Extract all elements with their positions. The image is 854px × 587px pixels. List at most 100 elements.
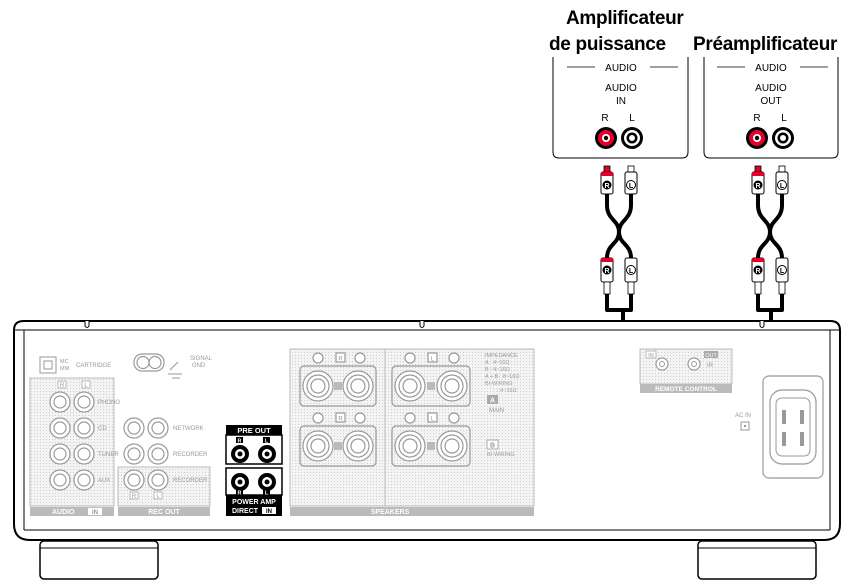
channel-l-label: L bbox=[265, 491, 269, 497]
preamp-out-label: OUT bbox=[760, 96, 781, 107]
bi-wiring-b-label: BI-WIRING bbox=[487, 452, 515, 458]
phono-label: PHONO bbox=[98, 400, 120, 406]
preamp-r-label: R bbox=[753, 113, 760, 124]
audio-input-jacks: R L bbox=[29, 377, 115, 507]
channel-r-label: R bbox=[60, 383, 65, 389]
cartridge-selector: MC MM CARTRIDGE bbox=[39, 356, 111, 374]
pre-out-label: PRE OUT bbox=[237, 426, 271, 435]
channel-r-label: R bbox=[238, 439, 242, 445]
power-amp-input-panel: AUDIO AUDIO IN R L bbox=[552, 57, 689, 159]
preamp-audio-group: AUDIO bbox=[755, 63, 787, 74]
channel-r-label: R bbox=[238, 491, 242, 497]
power-amp-in-label: IN bbox=[616, 96, 626, 107]
preamp-audio-label: AUDIO bbox=[755, 83, 787, 94]
plug-r-letter: R bbox=[755, 183, 760, 190]
ac-in-label: AC IN bbox=[735, 413, 751, 419]
network-label: NETWORK bbox=[173, 426, 204, 432]
remote-ir-label: IR bbox=[707, 363, 714, 369]
plug-l-letter: L bbox=[629, 183, 634, 190]
phono-jacks: PHONO bbox=[49, 391, 120, 413]
rca-plug-top-l: L bbox=[624, 165, 638, 195]
preamp-output-panel: AUDIO AUDIO OUT R L bbox=[703, 57, 839, 159]
plug-l-letter: L bbox=[780, 183, 785, 190]
gnd-label: GND bbox=[192, 363, 206, 369]
cd-label: CD bbox=[98, 426, 107, 432]
preamp-l-jack[interactable] bbox=[772, 127, 794, 149]
preamp-r-jack[interactable] bbox=[746, 127, 768, 149]
channel-l-label: L bbox=[265, 439, 269, 445]
in-badge: IN bbox=[92, 510, 98, 516]
tuner-jacks: TUNER bbox=[49, 443, 119, 465]
pre-out-jacks[interactable]: PRE OUT R L bbox=[225, 425, 283, 465]
impedance-label: IMPEDANCE bbox=[485, 353, 518, 359]
rca-plug-bottom-r: R bbox=[600, 257, 614, 295]
cartridge-mc-label: MC bbox=[60, 359, 69, 365]
speaker-terminals: SPEAKERS R R bbox=[289, 348, 535, 516]
plug-r-letter: R bbox=[755, 268, 760, 275]
power-amp-r-label: R bbox=[601, 113, 608, 124]
channel-r-label: R bbox=[338, 417, 343, 423]
channel-l-label: L bbox=[431, 357, 435, 363]
remote-in-label: IN bbox=[648, 353, 654, 359]
rca-plug-bottom-r: R bbox=[751, 257, 765, 295]
power-amp-audio-label: AUDIO bbox=[605, 83, 637, 94]
preamp-title: Préamplificateur bbox=[693, 34, 838, 55]
channel-l-label: L bbox=[84, 383, 88, 389]
recorder-in-label: RECORDER bbox=[173, 452, 208, 458]
right-foot bbox=[697, 540, 817, 580]
remote-control-label: REMOTE CONTROL bbox=[655, 386, 717, 393]
signal-gnd-terminal: SIGNAL GND bbox=[133, 353, 213, 379]
impedance-ab: A + B : 8~16Ω bbox=[485, 374, 519, 380]
cd-jacks: CD bbox=[49, 417, 107, 439]
cartridge-label: CARTRIDGE bbox=[76, 363, 111, 369]
rca-plug-top-r: R bbox=[751, 165, 765, 195]
channel-l-label: L bbox=[156, 494, 160, 500]
plug-l-letter: L bbox=[629, 268, 634, 275]
rca-plug-top-l: L bbox=[775, 165, 789, 195]
speakers-label: SPEAKERS bbox=[371, 509, 410, 516]
power-amp-l-label: L bbox=[629, 113, 635, 124]
in-badge: IN bbox=[266, 509, 272, 515]
direct-label: DIRECT bbox=[232, 508, 259, 515]
rca-plug-top-r: R bbox=[600, 165, 614, 195]
remote-out-label: OUT bbox=[705, 353, 717, 359]
rec-out-jacks: RECORDER R L bbox=[117, 466, 211, 507]
power-amp-l-jack[interactable] bbox=[621, 127, 643, 149]
plug-r-letter: R bbox=[604, 183, 609, 190]
ac-inlet: AC IN bbox=[735, 375, 824, 479]
rec-out-label: REC OUT bbox=[148, 509, 180, 516]
recorder-in-jacks: RECORDER bbox=[123, 443, 208, 465]
rca-plug-bottom-l: L bbox=[624, 257, 638, 295]
cartridge-mm-label: MM bbox=[60, 366, 70, 372]
b-badge: B bbox=[490, 443, 495, 450]
plug-r-letter: R bbox=[604, 268, 609, 275]
plug-l-letter: L bbox=[780, 268, 785, 275]
impedance-bi-wiring: BI-WIRING bbox=[485, 381, 513, 387]
aux-jacks: AUX bbox=[49, 469, 110, 491]
channel-l-label: L bbox=[431, 417, 435, 423]
power-amp-audio-group: AUDIO bbox=[605, 63, 637, 74]
audio-label: AUDIO bbox=[52, 509, 75, 516]
power-amp-direct-jacks[interactable]: R L POWER AMP DIRECT IN bbox=[225, 467, 283, 516]
main-label: MAIN bbox=[489, 408, 504, 414]
preamp-l-label: L bbox=[781, 113, 787, 124]
rca-plug-bottom-l: L bbox=[775, 257, 789, 295]
aux-label: AUX bbox=[98, 478, 110, 484]
channel-r-label: R bbox=[338, 357, 343, 363]
main-badge: A bbox=[490, 398, 495, 405]
remote-control-jacks: IN OUT IR REMOTE CONTROL bbox=[639, 348, 733, 393]
audio-in-rec-out-labels: AUDIO IN REC OUT bbox=[30, 507, 210, 516]
power-amp-title-line2: de puissance bbox=[549, 34, 666, 55]
tuner-label: TUNER bbox=[98, 452, 119, 458]
left-foot bbox=[39, 540, 159, 580]
impedance-b: B : 4~16Ω bbox=[485, 367, 510, 373]
network-jacks: NETWORK bbox=[123, 417, 204, 439]
recorder-out-label: RECORDER bbox=[173, 478, 208, 484]
power-amp-r-jack[interactable] bbox=[595, 127, 617, 149]
power-amp-title-line1: Amplificateur bbox=[566, 8, 684, 29]
amplifier-rear-panel: MC MM CARTRIDGE SIGNAL GND R L PHONO bbox=[13, 320, 841, 580]
power-amp-label: POWER AMP bbox=[232, 499, 276, 506]
signal-label: SIGNAL bbox=[190, 356, 213, 362]
impedance-a: A : 4~16Ω bbox=[485, 360, 509, 366]
